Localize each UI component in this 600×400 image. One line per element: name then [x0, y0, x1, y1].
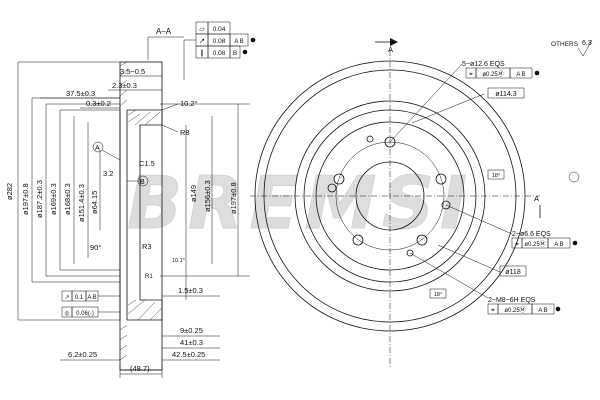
svg-text:A: A: [534, 194, 539, 203]
svg-text:R8: R8: [180, 128, 190, 137]
svg-text:0.06(-): 0.06(-): [76, 311, 94, 317]
svg-text:2.3±0.3: 2.3±0.3: [112, 81, 137, 90]
svg-text:0.1: 0.1: [75, 295, 84, 301]
svg-text:B: B: [140, 179, 145, 186]
svg-text:41±0.3: 41±0.3: [180, 338, 203, 347]
top-dims: 3.5−0.5 2.3±0.3 37.5±0.3 0.3±0.2 10.2° R…: [40, 67, 198, 280]
bolt-holes: [327, 135, 451, 257]
svg-text:10.1°: 10.1°: [172, 258, 185, 264]
datum-markers: A B: [92, 141, 149, 187]
svg-text:9±0.25: 9±0.25: [180, 326, 203, 335]
diameter-labels: ø282 ø197±0.8 ø187.2±0.3 ø169±0.3 ø168±0…: [5, 180, 238, 222]
svg-text:ø197±0.8: ø197±0.8: [229, 182, 238, 214]
svg-text:3.2: 3.2: [103, 169, 113, 178]
svg-text:∥: ∥: [200, 49, 204, 57]
gdt-frames-top: ▱ 0.04 ↗ 0.08 A B ∥ 0.08 B: [183, 21, 256, 80]
svg-text:ø151.4±0.3: ø151.4±0.3: [77, 184, 86, 222]
svg-text:C1.5: C1.5: [139, 159, 155, 168]
svg-text:A B: A B: [538, 308, 547, 314]
svg-text:ø197±0.8: ø197±0.8: [21, 183, 30, 215]
svg-text:ø0.25Ⓜ: ø0.25Ⓜ: [482, 70, 503, 78]
svg-text:↗: ↗: [64, 295, 69, 301]
svg-text:37.5±0.3: 37.5±0.3: [66, 89, 95, 98]
svg-text:ø187.2±0.3: ø187.2±0.3: [35, 180, 44, 218]
svg-text:ø0.25Ⓜ: ø0.25Ⓜ: [524, 240, 545, 248]
svg-text:⌖: ⌖: [515, 241, 519, 248]
svg-text:ø0.25Ⓜ: ø0.25Ⓜ: [504, 306, 525, 314]
section-view: A–A ▱ 0.04 ↗ 0.08 A B ∥ 0.08 B: [5, 21, 256, 378]
svg-text:⌖: ⌖: [491, 307, 495, 314]
svg-text:R1: R1: [145, 274, 153, 280]
svg-text:ø64.15: ø64.15: [90, 191, 99, 214]
svg-text:⌖: ⌖: [469, 71, 473, 78]
diameter-dims: [17, 62, 239, 320]
svg-text:A B: A B: [516, 72, 525, 78]
svg-text:B: B: [233, 51, 237, 57]
bottom-dims: 1.5±0.3 9±0.25 41±0.3 42.5±0.25 6.2±0.25…: [60, 286, 220, 378]
svg-text:6.3: 6.3: [582, 40, 592, 47]
svg-text:◎: ◎: [64, 311, 69, 317]
svg-text:A B: A B: [554, 242, 563, 248]
svg-text:R3: R3: [142, 242, 152, 251]
svg-text:ø169±0.3: ø169±0.3: [49, 183, 58, 215]
svg-text:(48.7): (48.7): [130, 364, 150, 373]
svg-text:1.5±0.3: 1.5±0.3: [178, 286, 203, 295]
hole-callouts: 5−ø12.6 EQS ⌖ ø0.25Ⓜ A B ø114.3 18° 2−ø6…: [389, 61, 578, 315]
svg-text:5−ø12.6 EQS: 5−ø12.6 EQS: [462, 61, 505, 68]
svg-text:18°: 18°: [434, 292, 442, 298]
svg-text:ø118: ø118: [505, 269, 521, 276]
svg-text:ø156±0.3: ø156±0.3: [203, 180, 212, 212]
svg-text:0.08: 0.08: [213, 50, 226, 57]
svg-text:A B: A B: [234, 39, 243, 45]
others-label: OTHERS: [551, 41, 579, 48]
watermark-text: BREMSI: [127, 161, 473, 245]
svg-text:3.5−0.5: 3.5−0.5: [120, 67, 145, 76]
front-view: A A OTHERS 6.3 5−ø12.6 EQS ⌖ ø0.25Ⓜ A B …: [250, 38, 593, 368]
svg-text:42.5±0.25: 42.5±0.25: [172, 350, 205, 359]
svg-text:0.08: 0.08: [213, 38, 226, 45]
svg-text:ø168±0.3: ø168±0.3: [63, 183, 72, 215]
svg-text:ø282: ø282: [5, 183, 14, 200]
svg-text:▱: ▱: [199, 26, 205, 33]
svg-text:A: A: [388, 45, 393, 54]
svg-text:0.3±0.2: 0.3±0.2: [86, 99, 111, 108]
svg-text:0.04: 0.04: [213, 26, 226, 33]
svg-text:6.2±0.25: 6.2±0.25: [68, 350, 97, 359]
gdt-frames-bottom: ↗ 0.1 A B ◎ 0.06(-): [61, 290, 120, 318]
svg-text:A B: A B: [87, 295, 96, 301]
section-label: A–A: [156, 27, 172, 36]
svg-text:90°: 90°: [90, 243, 101, 252]
svg-text:ø114.3: ø114.3: [495, 91, 516, 98]
disc-profile: [119, 61, 163, 371]
svg-text:2−M8−6H EQS: 2−M8−6H EQS: [488, 297, 536, 304]
svg-text:2−ø6.6 EQS: 2−ø6.6 EQS: [512, 231, 551, 238]
svg-text:18°: 18°: [492, 173, 500, 179]
svg-text:↗: ↗: [199, 38, 205, 45]
svg-text:ø149: ø149: [189, 185, 198, 202]
svg-text:A: A: [95, 145, 100, 152]
svg-text:10.2°: 10.2°: [180, 99, 198, 108]
